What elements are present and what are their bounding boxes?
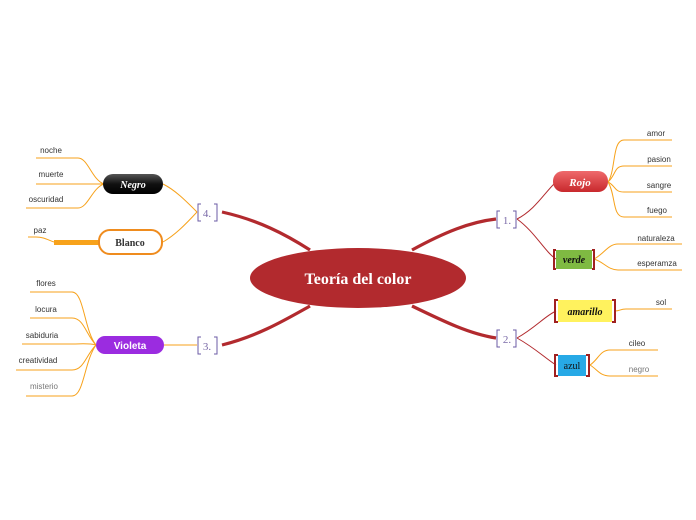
topic-violeta[interactable]: Violeta <box>96 336 164 354</box>
connector-blanco <box>162 211 198 243</box>
topic-blanco-label: Blanco <box>115 238 144 249</box>
topic-verde-box <box>556 250 592 269</box>
connector-branch-2 <box>411 304 497 340</box>
topic-verde[interactable]: verde <box>553 249 595 270</box>
main-connectors <box>221 210 497 347</box>
leaf-oscuridad[interactable]: oscuridad <box>29 195 64 204</box>
leaf-lines <box>16 139 682 397</box>
leaf-labels: amor pasion sangre fuego naturaleza espe… <box>19 129 678 391</box>
topic-rojo[interactable]: Rojo <box>553 171 608 192</box>
branch-number-label: 4. <box>203 208 212 220</box>
leaf-line-paz-bar <box>54 240 99 245</box>
leaf-line-fuego <box>607 181 672 218</box>
bracket-right <box>214 203 218 222</box>
branch-number-label: 3. <box>203 341 212 353</box>
topic-blanco-box <box>98 229 163 255</box>
topic-amarillo-box <box>558 300 612 322</box>
bracket-left <box>197 336 201 355</box>
topic-azul-label: azul <box>564 361 581 372</box>
bracket-right <box>513 210 517 229</box>
leaf-line-naturaleza <box>593 243 682 260</box>
leaf-muerte[interactable]: muerte <box>39 170 64 179</box>
topic-rojo-box <box>553 171 608 192</box>
leaf-cileo[interactable]: cileo <box>629 339 646 348</box>
leaf-line-noche <box>36 157 105 185</box>
topic-verde-label: verde <box>563 255 586 266</box>
central-topic-ellipse <box>250 248 466 308</box>
leaf-noche[interactable]: noche <box>40 146 62 155</box>
leaf-locura[interactable]: locura <box>35 305 57 314</box>
topic-amarillo[interactable]: amarillo <box>554 299 616 323</box>
branch-number-2[interactable]: 2. <box>496 329 517 348</box>
leaf-line-negro <box>589 364 658 377</box>
connector-verde <box>516 218 557 260</box>
leaf-line-oscuridad <box>26 183 105 209</box>
branch-number-1[interactable]: 1. <box>496 210 517 229</box>
bracket-left <box>496 210 500 229</box>
topic-azul[interactable]: azul <box>554 354 590 377</box>
leaf-line-pasion <box>607 165 672 183</box>
connector-amarillo <box>516 310 557 339</box>
topic-negro[interactable]: Negro <box>103 174 163 194</box>
leaf-amor[interactable]: amor <box>647 129 666 138</box>
leaf-misterio[interactable]: misterio <box>30 382 59 391</box>
leaf-sol[interactable]: sol <box>656 298 666 307</box>
leaf-line-locura <box>30 317 97 346</box>
branch-number-label: 1. <box>503 215 512 227</box>
leaf-line-cileo <box>589 349 658 366</box>
leaf-line-flores <box>30 291 97 346</box>
connector-branch-1 <box>411 217 497 252</box>
leaf-line-sabiduria <box>22 343 97 346</box>
branch-number-3[interactable]: 3. <box>197 336 218 355</box>
bracket-left <box>197 203 201 222</box>
leaf-creatividad[interactable]: creatividad <box>19 356 58 365</box>
topic-amarillo-bracket <box>554 299 616 323</box>
connector-branch-3 <box>221 304 311 347</box>
leaf-esperamza[interactable]: esperamza <box>637 259 677 268</box>
leaf-sangre[interactable]: sangre <box>647 181 672 190</box>
connector-azul <box>516 337 557 366</box>
central-topic[interactable]: Teoría del color <box>250 248 466 308</box>
topic-violeta-box <box>96 336 164 354</box>
connector-branch-4 <box>221 210 311 252</box>
topic-azul-bracket <box>554 354 590 377</box>
leaf-line-amor <box>607 139 672 183</box>
topic-violeta-label: Violeta <box>114 341 147 352</box>
bracket-left <box>496 329 500 348</box>
topic-blanco[interactable]: Blanco <box>98 229 163 255</box>
topic-connectors <box>162 181 557 366</box>
topic-azul-box <box>558 355 586 376</box>
branch-number-4[interactable]: 4. <box>197 203 218 222</box>
topic-negro-box <box>103 174 163 194</box>
leaf-line-paz <box>28 236 55 243</box>
leaf-paz[interactable]: paz <box>34 226 47 235</box>
leaf-sabiduria[interactable]: sabiduria <box>26 331 59 340</box>
leaf-naturaleza[interactable]: naturaleza <box>637 234 675 243</box>
topic-verde-bracket <box>553 249 595 270</box>
leaf-negro[interactable]: negro <box>629 365 650 374</box>
leaf-line-misterio <box>26 344 97 397</box>
branch-number-label: 2. <box>503 334 512 346</box>
leaf-flores[interactable]: flores <box>36 279 56 288</box>
leaf-line-creatividad <box>16 344 97 371</box>
central-topic-title: Teoría del color <box>305 271 412 288</box>
bracket-right <box>214 336 218 355</box>
leaf-line-sangre <box>607 181 672 193</box>
connector-negro <box>162 183 198 213</box>
topic-rojo-label: Rojo <box>568 177 591 189</box>
bracket-right <box>513 329 517 348</box>
topic-amarillo-label: amarillo <box>567 307 602 318</box>
leaf-line-esperamza <box>593 258 682 271</box>
leaf-line-sol <box>614 308 672 312</box>
leaf-fuego[interactable]: fuego <box>647 206 668 215</box>
topic-negro-label: Negro <box>119 180 146 191</box>
connector-rojo <box>516 181 557 220</box>
leaf-pasion[interactable]: pasion <box>647 155 671 164</box>
